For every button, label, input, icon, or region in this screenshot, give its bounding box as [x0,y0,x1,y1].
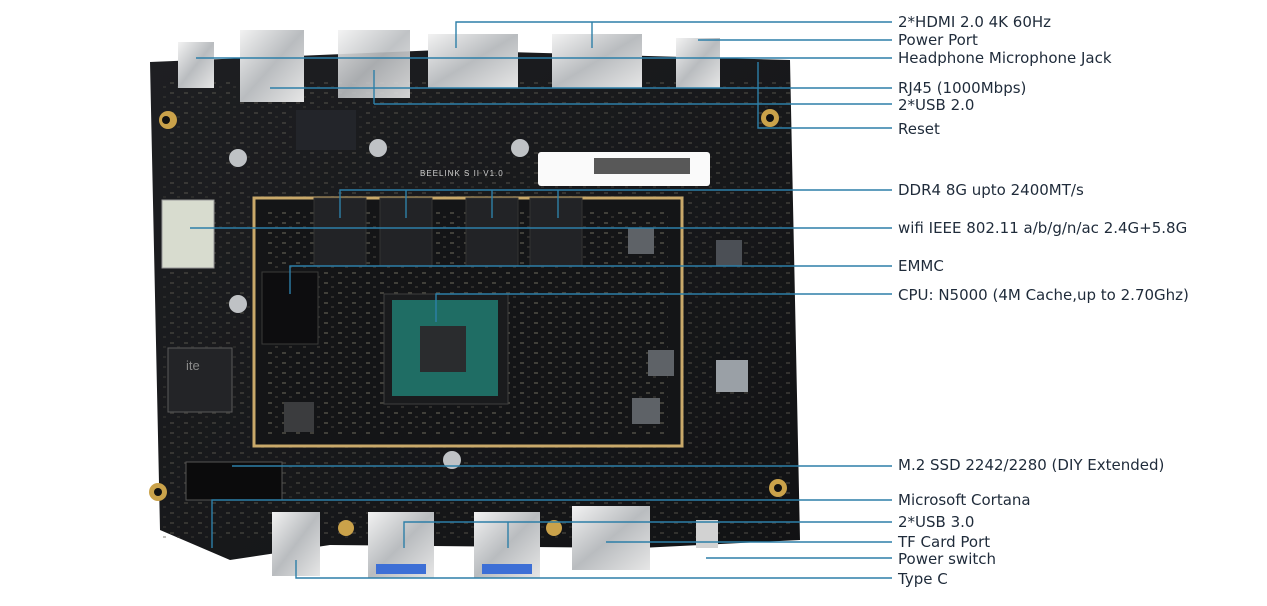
small-chip [632,398,660,424]
m2-slot [185,461,283,501]
small-chip [716,240,742,266]
leader-lines [190,21,892,579]
small-chip [284,402,314,432]
small-chip [628,228,654,254]
label-cortana: Microsoft Cortana [898,491,1031,509]
label-ddr4: DDR4 8G upto 2400MT/s [898,181,1084,199]
small-chip [648,350,674,376]
standoffs [229,139,529,469]
hdmi-port-1 [428,34,518,88]
audio-jack [178,42,214,88]
label-power-port: Power Port [898,31,978,49]
label-usb2: 2*USB 2.0 [898,96,975,114]
barcode-sticker [538,152,710,186]
label-power-switch: Power switch [898,550,997,568]
label-tf-card: TF Card Port [898,533,991,551]
label-emmc: EMMC [898,257,944,275]
mounting-holes [149,109,787,536]
label-cpu: CPU: N5000 (4M Cache,up to 2.70Ghz) [898,286,1189,304]
label-type-c: Type C [898,570,948,588]
label-wifi: wifi IEEE 802.11 a/b/g/n/ac 2.4G+5.8G [898,219,1188,237]
label-reset: Reset [898,120,940,138]
wifi-module [161,199,215,269]
small-chip [716,360,748,392]
label-headphone-jack: Headphone Microphone Jack [898,49,1112,67]
ite-chip-label: ite [186,358,200,373]
label-hdmi: 2*HDMI 2.0 4K 60Hz [898,13,1052,31]
top-ports [178,30,720,102]
tf-card-slot [572,506,650,570]
cpu-chip [383,293,509,405]
hdmi-port-2 [552,34,642,88]
label-m2-ssd: M.2 SSD 2242/2280 (DIY Extended) [898,456,1165,474]
label-rj45: RJ45 (1000Mbps) [898,79,1027,97]
ite-chip: ite [167,347,233,413]
power-port [676,38,720,88]
rj45-port [240,30,304,102]
lan-chip [296,110,356,150]
label-usb3: 2*USB 3.0 [898,513,975,531]
power-switch [696,520,718,548]
board-silkscreen: BEELINK S II V1.0 [420,169,504,178]
